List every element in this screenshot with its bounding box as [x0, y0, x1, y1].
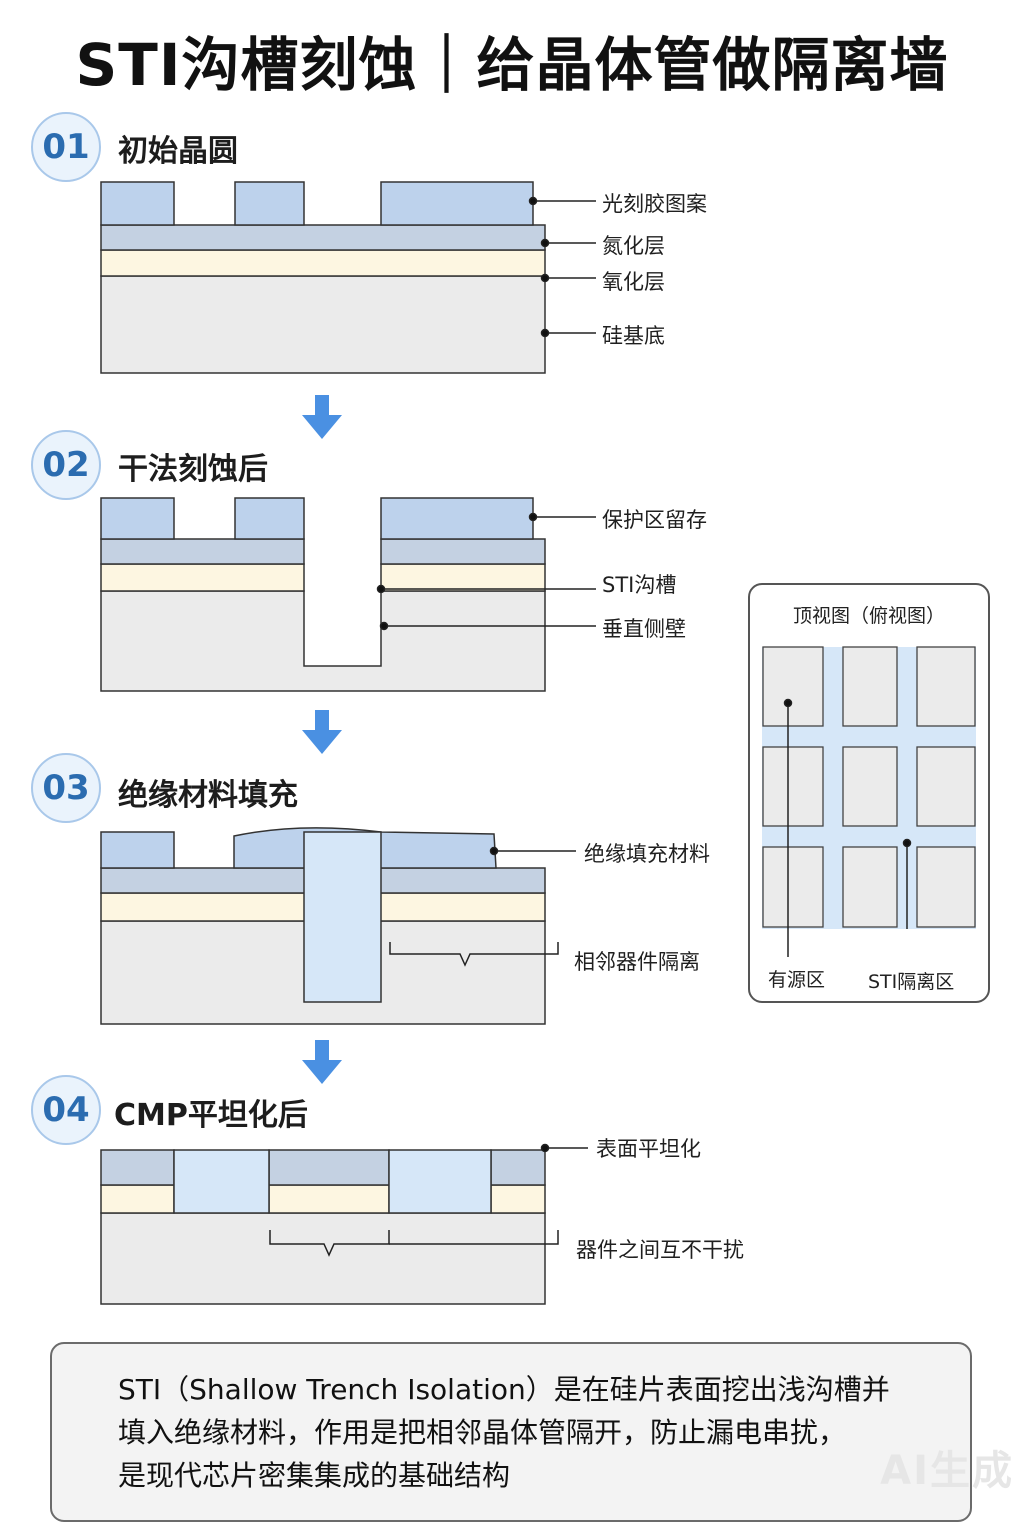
silicon-substrate [100, 1212, 546, 1305]
label-surface-planarized: 表面平坦化 [596, 1137, 701, 1161]
summary-box: STI（Shallow Trench Isolation）是在硅片表面挖出浅沟槽… [50, 1342, 972, 1522]
active-area-label: 有源区 [768, 969, 826, 991]
step-4-badge: 04 [31, 1075, 101, 1145]
down-arrow [302, 1040, 342, 1084]
label-silicon: 硅基底 [602, 324, 665, 348]
insulating-fill [303, 831, 382, 1003]
step-2-leaders [376, 512, 596, 631]
active-area [842, 846, 898, 928]
summary-line: STI（Shallow Trench Isolation）是在硅片表面挖出浅沟槽… [118, 1373, 890, 1406]
cross-section-diagrams [100, 181, 596, 1305]
nitride-layer [380, 538, 546, 565]
oxide-layer [268, 1184, 390, 1214]
summary-line: 填入绝缘材料，作用是把相邻晶体管隔开，防止漏电串扰， [118, 1416, 847, 1449]
label-oxide: 氧化层 [602, 270, 665, 294]
step-3-leaders [389, 846, 576, 967]
photoresist-block [100, 497, 175, 540]
label-photoresist: 光刻胶图案 [602, 192, 707, 216]
step-2-badge: 02 [31, 430, 101, 500]
active-area [762, 646, 824, 727]
insulating-fill [173, 1149, 270, 1214]
label-vertical-sidewall: 垂直侧壁 [602, 617, 686, 641]
top-view-title: 顶视图（俯视图） [792, 605, 945, 627]
step-1-cross-section [100, 181, 546, 374]
step-4-leaders [269, 1143, 588, 1257]
active-area [762, 746, 824, 827]
label-no-interference: 器件之间互不干扰 [576, 1238, 744, 1262]
step-2-title: 干法刻蚀后 [118, 452, 268, 487]
nitride-layer [100, 538, 305, 565]
oxide-layer [380, 563, 546, 592]
nitride-layer [100, 1149, 175, 1186]
oxide-layer [100, 1184, 175, 1214]
oxide-layer [100, 249, 546, 277]
step-3-title: 绝缘材料填充 [118, 778, 298, 813]
nitride-layer [100, 224, 546, 251]
active-area [842, 646, 898, 727]
step-1-leaders [528, 196, 596, 338]
photoresist-block [234, 181, 305, 226]
silicon-substrate [100, 590, 546, 692]
top-view-grid [762, 646, 976, 957]
step-1-badge: 01 [31, 112, 101, 182]
insulating-fill [388, 1149, 492, 1214]
step-3-cross-section [100, 827, 546, 1025]
label-sti-trench: STI沟槽 [602, 573, 677, 597]
page-title: STI沟槽刻蚀｜给晶体管做隔离墙 [75, 31, 949, 99]
step-4-cross-section [100, 1149, 546, 1305]
watermark: AI生成 [880, 1448, 1014, 1494]
label-nitride: 氮化层 [602, 234, 665, 258]
photoresist-block [100, 831, 175, 869]
oxide-layer [490, 1184, 546, 1214]
silicon-substrate [100, 275, 546, 374]
label-protected-area: 保护区留存 [602, 508, 707, 532]
active-area [916, 746, 976, 827]
oxide-layer [100, 563, 305, 592]
top-view-panel: 顶视图（俯视图） 有源区 STI隔离区 [748, 583, 990, 1003]
down-arrow [302, 710, 342, 754]
step-3-badge: 03 [31, 753, 101, 823]
nitride-layer [490, 1149, 546, 1186]
photoresist-block [380, 181, 534, 226]
step-2-cross-section [100, 497, 546, 692]
active-area [916, 846, 976, 928]
nitride-layer [268, 1149, 390, 1186]
sti-region-label: STI隔离区 [868, 971, 955, 993]
summary-line: 是现代芯片密集集成的基础结构 [118, 1459, 511, 1492]
photoresist-block [100, 181, 175, 226]
active-area [842, 746, 898, 827]
down-arrow [302, 395, 342, 439]
label-device-isolation: 相邻器件隔离 [574, 950, 700, 974]
step-4-title: CMP平坦化后 [114, 1098, 308, 1133]
photoresist-block [380, 497, 534, 540]
label-insulating-fill: 绝缘填充材料 [584, 842, 710, 866]
step-1-title: 初始晶圆 [118, 134, 238, 169]
active-area [916, 646, 976, 727]
photoresist-block [234, 497, 305, 540]
active-area [762, 846, 824, 928]
brace [389, 942, 559, 967]
brace [389, 1230, 559, 1245]
